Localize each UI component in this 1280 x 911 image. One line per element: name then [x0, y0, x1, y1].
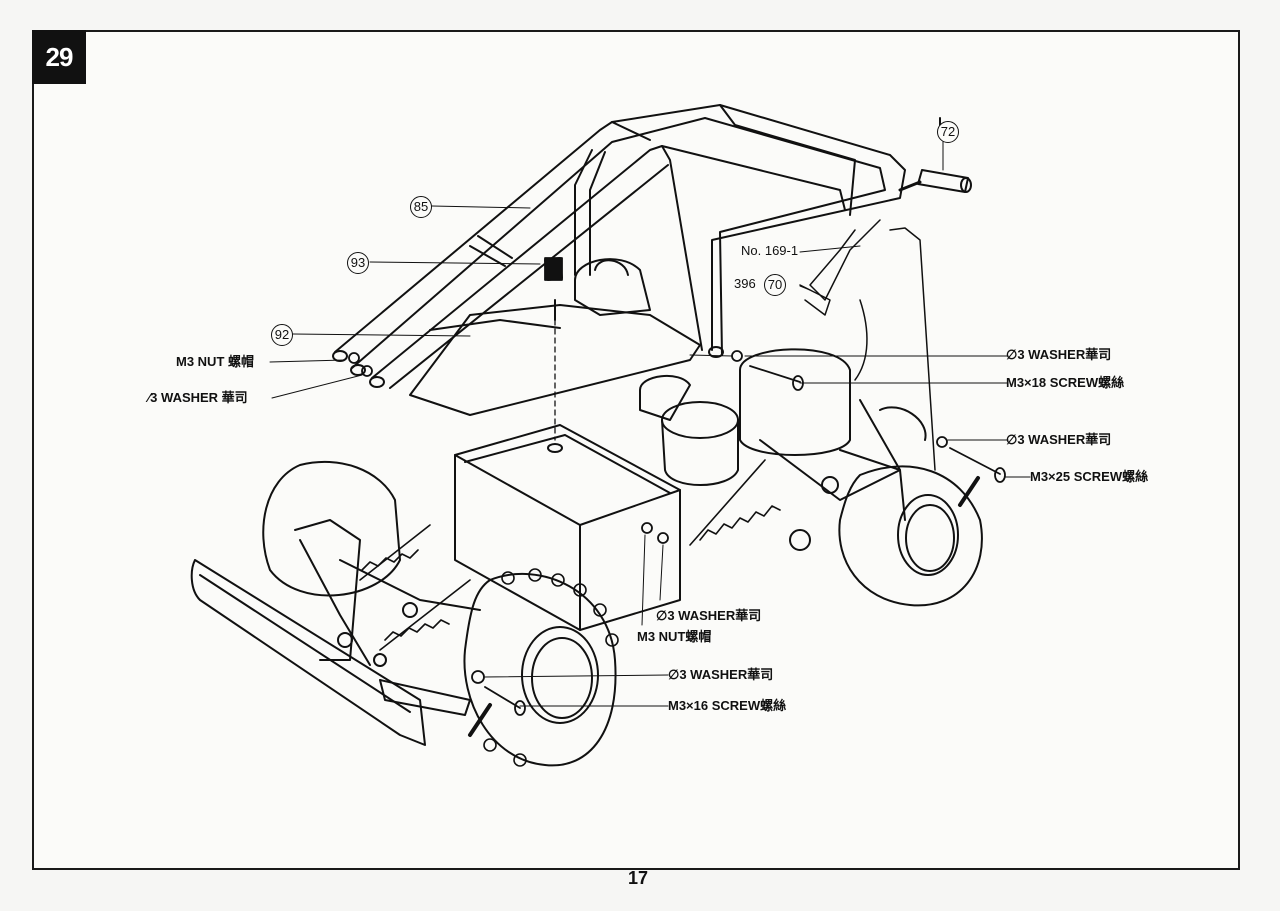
washer-right-2-label: ∅3 WASHER華司 — [1006, 432, 1112, 447]
washer-left-label: ⁄3 WASHER 華司 — [148, 390, 248, 405]
washer-mid-label: ∅3 WASHER華司 — [656, 608, 762, 623]
roll-cage — [332, 104, 906, 389]
front-left-wheel — [262, 460, 401, 597]
part-72-rod — [898, 117, 972, 193]
part-72-callout: 72 — [937, 121, 959, 143]
leader-lines — [269, 139, 1031, 707]
part-92-callout: 92 — [271, 324, 293, 346]
part-93-callout: 93 — [347, 252, 369, 274]
screw-m3x18-label: M3×18 SCREW螺絲 — [1006, 375, 1125, 390]
motor-assembly — [639, 348, 927, 551]
screw-m3x16-label: M3×16 SCREW螺絲 — [668, 698, 787, 713]
part-70-callout: 70 — [764, 274, 786, 296]
rear-right-wheel — [838, 465, 983, 607]
screw-m3x25-label: M3×25 SCREW螺絲 — [1030, 469, 1149, 484]
battery-box — [454, 424, 681, 631]
shock-absorbers — [359, 459, 781, 651]
page-number: 17 — [628, 868, 649, 888]
washer-bottom-label: ∅3 WASHER華司 — [668, 667, 774, 682]
diagram-frame — [32, 30, 1240, 870]
m3-nut-left-label: M3 NUT 螺帽 — [176, 354, 255, 369]
wire-parts — [799, 219, 936, 471]
no-169-1-label: No. 169-1 — [741, 243, 799, 258]
m3-nut-mid-label: M3 NUT螺帽 — [637, 629, 712, 644]
washer-right-1-label: ∅3 WASHER華司 — [1006, 347, 1112, 362]
front-bumper — [190, 519, 481, 746]
step-number-badge: 29 — [32, 30, 86, 84]
hardware-parts — [348, 257, 1006, 737]
front-right-wheel — [463, 568, 619, 767]
body-shell — [409, 257, 701, 453]
part-70-prefix: 396 — [734, 276, 756, 291]
part-85-callout: 85 — [410, 196, 432, 218]
